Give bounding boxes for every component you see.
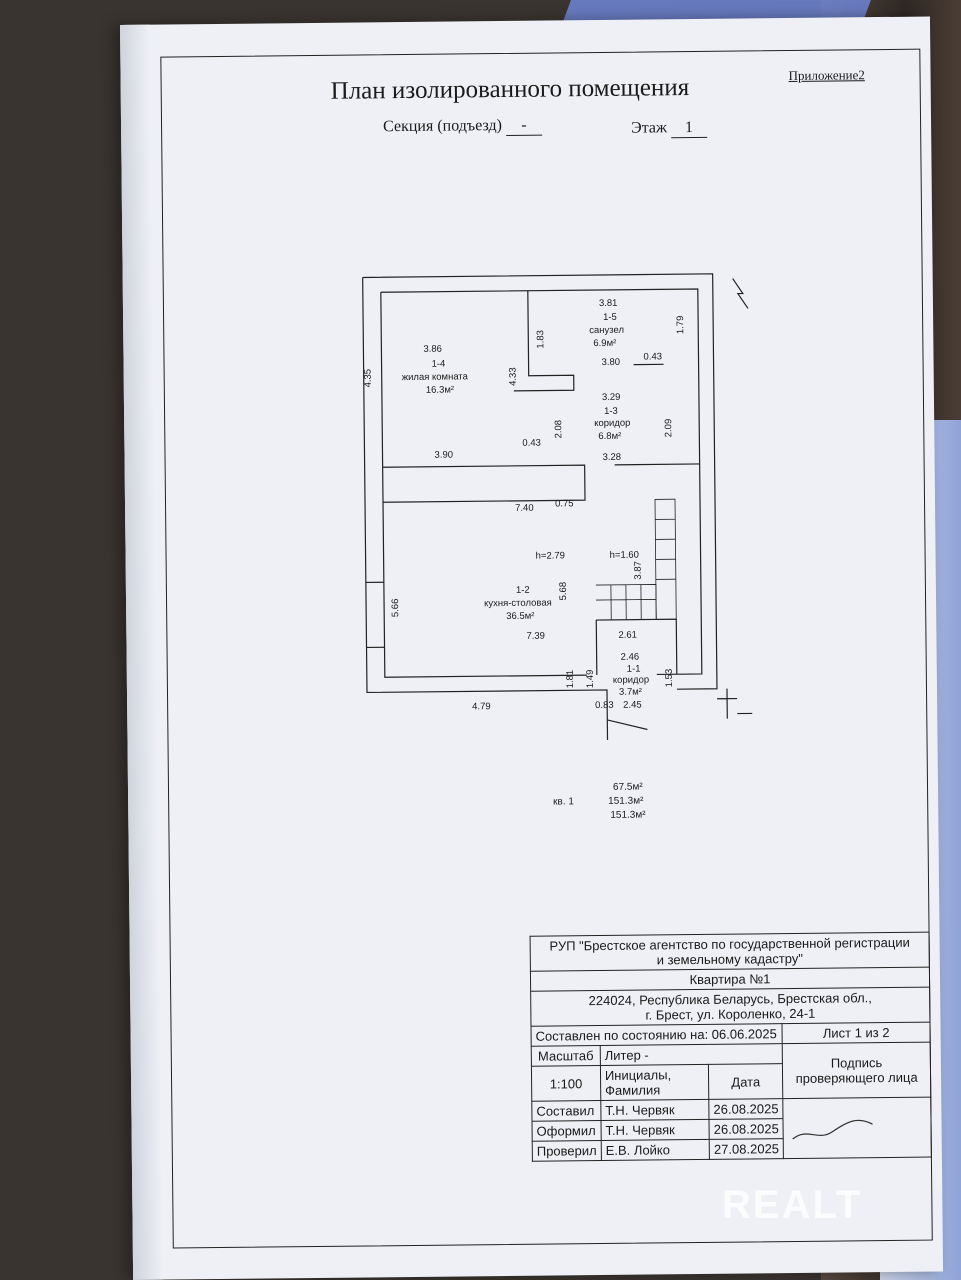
room-1-1-dim: 2.46 xyxy=(621,652,640,663)
stamp-as-of: Составлен по состоянию на: 06.06.2025 xyxy=(531,1023,783,1047)
room-1-1-id: 1-1 xyxy=(627,664,641,675)
signature-scribble xyxy=(792,1119,874,1140)
stamp-initials-label: Инициалы, Фамилия xyxy=(600,1064,709,1101)
stamp-sheet: Лист 1 из 2 xyxy=(782,1022,931,1044)
page-fold xyxy=(120,24,164,1280)
dim-3-28: 3.28 xyxy=(602,452,621,463)
totals-living: 67.5м² xyxy=(612,781,643,793)
dim-3-87: 3.87 xyxy=(633,561,644,580)
section-line: Секция (подъезд) - xyxy=(382,116,543,138)
plan-stairs xyxy=(595,498,677,620)
dim-7-40: 7.40 xyxy=(515,503,534,514)
dim-3-90: 3.90 xyxy=(434,450,453,461)
appendix-label: Приложение2 xyxy=(788,67,864,84)
stamp-address: 224024, Республика Беларусь, Брестская о… xyxy=(530,987,930,1027)
room-1-3-id: 1-3 xyxy=(604,406,618,417)
room-1-2-name: кухня-столовая xyxy=(484,598,552,610)
stamp-row-name: Е.В. Лойко xyxy=(601,1139,710,1161)
room-1-4-name: жилая комната xyxy=(402,371,469,383)
stamp-date-label: Дата xyxy=(708,1063,783,1100)
dim-2-45: 2.45 xyxy=(623,700,642,711)
room-1-3-area: 6.8м² xyxy=(598,431,621,442)
floor-plan: 3.86 1-4 жилая комната 16.3м² 3.81 1-5 с… xyxy=(362,273,753,740)
dim-1-83: 1.83 xyxy=(535,330,546,349)
stamp-row-date: 26.08.2025 xyxy=(709,1118,784,1140)
room-1-3-name: коридор xyxy=(594,418,630,429)
room-1-4-dim: 3.86 xyxy=(423,344,442,355)
room-1-5-dim: 3.81 xyxy=(599,298,618,309)
floor-line: Этаж 1 xyxy=(631,118,708,139)
room-1-4-id: 1-4 xyxy=(432,359,446,370)
dim-1-53: 1.53 xyxy=(664,669,675,688)
floor-value: 1 xyxy=(670,118,708,139)
totals-total: 151.3м² xyxy=(608,795,644,807)
appendix-number: 2 xyxy=(858,67,865,83)
dim-7-39: 7.39 xyxy=(526,631,545,642)
dim-2-61: 2.61 xyxy=(618,630,637,641)
title-block: РУП "Брестское агентство по государствен… xyxy=(530,932,932,1162)
stamp-scale-label: Масштаб xyxy=(531,1045,601,1067)
room-1-1-name: коридор xyxy=(613,674,649,685)
dim-4-35: 4.35 xyxy=(363,369,374,388)
stamp-row-name: Т.Н. Червяк xyxy=(600,1119,710,1141)
stamp-sign-label: Подпись проверяющего лица xyxy=(782,1042,931,1099)
dim-4-33: 4.33 xyxy=(508,367,519,386)
page-title: План изолированного помещения xyxy=(330,74,690,105)
stamp-liter-label: Литер - xyxy=(600,1043,783,1066)
stamp-row-role: Оформил xyxy=(532,1120,602,1142)
realt-watermark: REALT xyxy=(722,1183,863,1227)
dim-5-66: 5.66 xyxy=(390,599,401,618)
dim-5-68: 5.68 xyxy=(558,582,569,601)
dim-h-1-60: h=1.60 xyxy=(610,550,639,561)
stamp-row-date: 27.08.2025 xyxy=(709,1138,784,1160)
dim-3-80: 3.80 xyxy=(602,357,621,368)
room-1-2-area: 36.5м² xyxy=(506,611,534,622)
stamp-row-date: 26.08.2025 xyxy=(708,1098,784,1120)
room-1-2-dim: h=2.79 xyxy=(536,550,565,561)
dim-1-81: 1.81 xyxy=(565,670,576,689)
dim-4-79: 4.79 xyxy=(472,701,491,712)
stamp-row-role: Проверил xyxy=(532,1140,602,1162)
stamp-row-role: Составил xyxy=(531,1100,601,1122)
stamp-org: РУП "Брестское агентство по государствен… xyxy=(530,932,930,972)
room-1-1-area: 3.7м² xyxy=(619,687,642,698)
stamp-scale-value: 1:100 xyxy=(531,1065,601,1102)
dim-0-43a: 0.43 xyxy=(643,351,662,362)
dim-0-83: 0.83 xyxy=(595,700,614,711)
section-value: - xyxy=(505,116,543,136)
room-1-5-area: 6.9м² xyxy=(593,338,616,349)
stamp-row: Составил Т.Н. Червяк 26.08.2025 xyxy=(531,1097,932,1159)
document-page: План изолированного помещения Приложение… xyxy=(120,16,944,1280)
room-1-5-id: 1-5 xyxy=(603,312,617,323)
signature xyxy=(782,1097,932,1159)
room-1-4-area: 16.3м² xyxy=(426,385,454,396)
dim-2-09: 2.09 xyxy=(663,419,674,438)
floor-label: Этаж xyxy=(631,119,668,137)
dim-0-75: 0.75 xyxy=(555,498,574,509)
totals-flat-label: кв. 1 xyxy=(553,796,575,808)
totals-total-2: 151.3м² xyxy=(610,809,646,821)
dim-1-79: 1.79 xyxy=(675,316,686,335)
room-1-3-dim: 3.29 xyxy=(602,392,621,403)
appendix-text: Приложение xyxy=(788,67,859,84)
room-1-5-name: санузел xyxy=(589,325,624,336)
plan-walls xyxy=(362,273,753,740)
section-label: Секция (подъезд) xyxy=(382,117,503,136)
dim-1-49: 1.49 xyxy=(585,670,596,689)
dim-0-43b: 0.43 xyxy=(522,438,541,449)
room-1-2-id: 1-2 xyxy=(516,585,530,596)
dim-2-08: 2.08 xyxy=(553,420,564,439)
stamp-row-name: Т.Н. Червяк xyxy=(600,1099,710,1121)
